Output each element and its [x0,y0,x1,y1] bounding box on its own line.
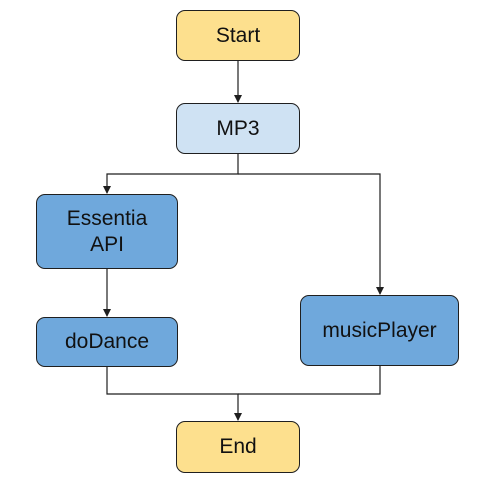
musicplayer-node-label: musicPlayer [322,318,437,342]
start-node: Start [176,10,300,61]
edge-music-to-end [238,366,381,395]
start-node-label: Start [215,23,261,47]
edge-mp3-to-essentia [103,154,239,194]
mp3-node-label: MP3 [216,116,260,140]
dodance-node-label: doDance [64,330,150,353]
essentia-api-node-label: Essentia API [66,206,148,256]
edge-mp3-to-music [238,173,384,295]
musicplayer-node: musicPlayer [300,295,459,366]
mp3-node: MP3 [176,103,300,154]
end-node-label: End [219,435,257,458]
edge-dodance-to-end [106,367,242,421]
dodance-node: doDance [36,317,178,367]
end-node: End [176,421,300,473]
essentia-api-node: Essentia API [36,194,178,269]
